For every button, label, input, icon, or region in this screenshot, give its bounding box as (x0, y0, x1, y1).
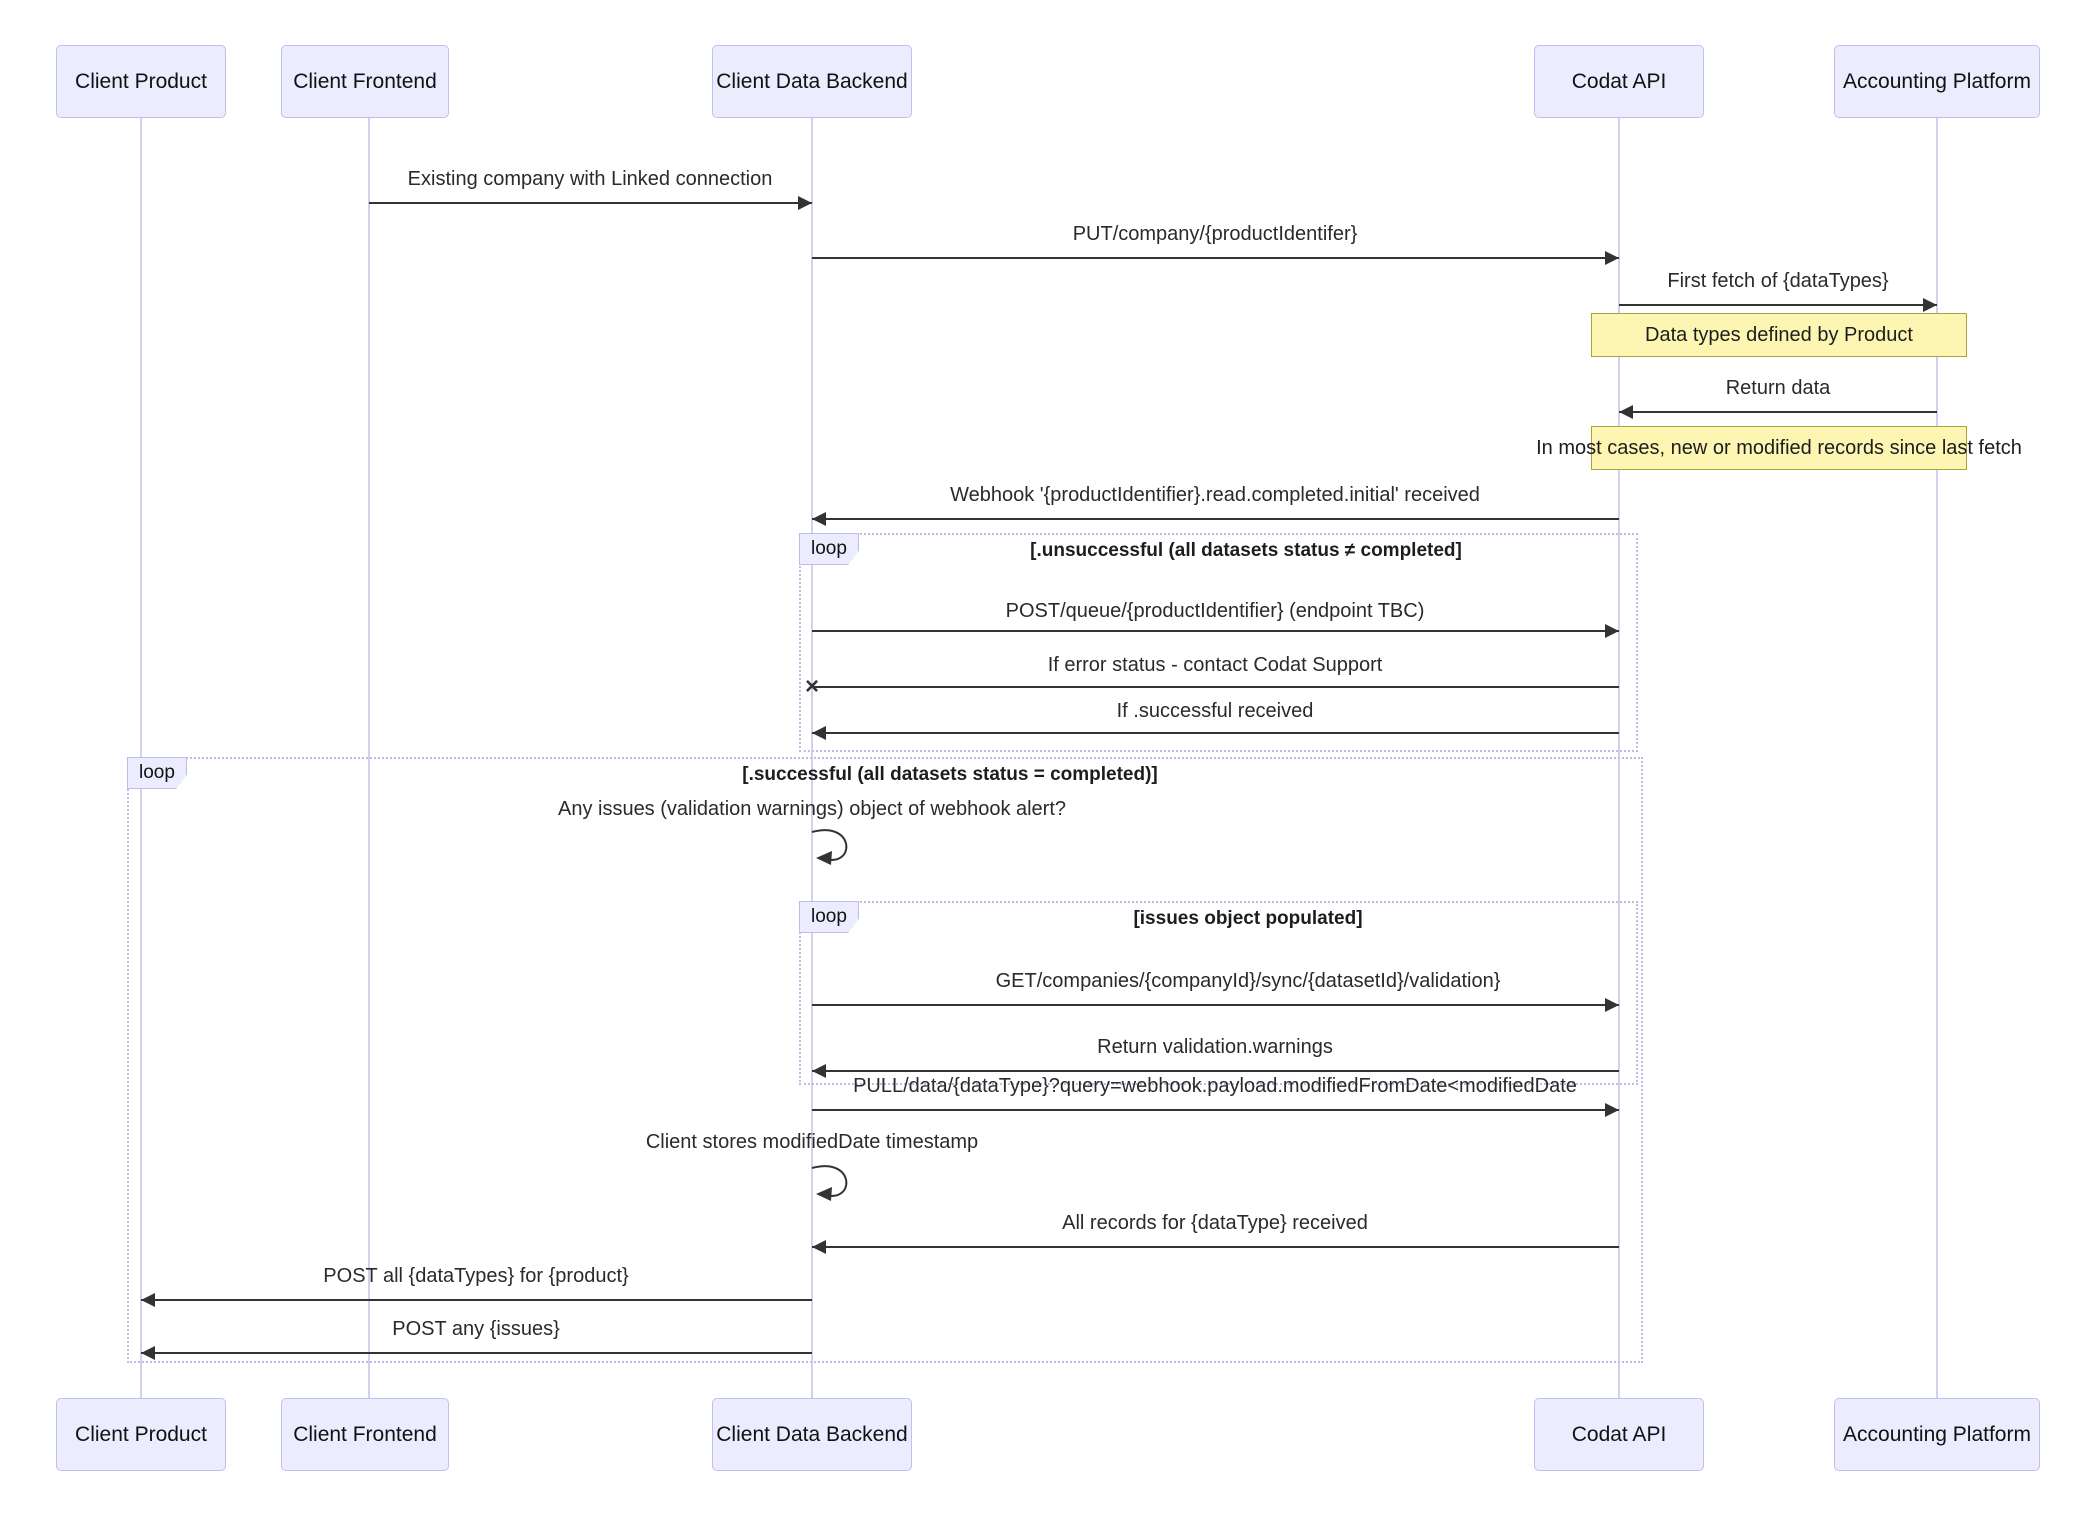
loop-frame-unsuccessful: loop (799, 533, 1638, 752)
actor-label: Accounting Platform (1843, 1422, 2031, 1446)
self-message-text: Client stores modifiedDate timestamp (645, 1131, 979, 1153)
loop-condition-successful: [.successful (all datasets status = comp… (742, 764, 1158, 785)
message-line (1619, 405, 1937, 419)
message-text: POST/queue/{productIdentifier} (endpoint… (1005, 600, 1425, 622)
message-line (812, 998, 1619, 1012)
self-loop-arrow-icon (811, 829, 848, 865)
loop-label-tag: loop (799, 901, 859, 933)
cross-arrowhead-icon: × (805, 673, 820, 700)
actor-top-accounting-platform: Accounting Platform (1834, 45, 2040, 118)
actor-top-client-data-backend: Client Data Backend (712, 45, 912, 118)
loop-frame-successful: loop (127, 757, 1643, 1363)
loop-label: loop (811, 906, 847, 927)
arrowhead-icon (1605, 624, 1619, 638)
arrowhead-icon (798, 196, 812, 210)
actor-bottom-client-product: Client Product (56, 1398, 226, 1471)
message-text: All records for {dataType} received (1062, 1212, 1368, 1234)
message-line (1619, 298, 1937, 312)
message-text: PUT/company/{productIdentifer} (1072, 223, 1358, 245)
self-loop-arrow-icon (811, 1165, 848, 1201)
arrowhead-icon (1619, 405, 1633, 419)
message-text: Return validation.warnings (1097, 1036, 1333, 1058)
message-line (812, 1064, 1619, 1078)
message-line (812, 251, 1619, 265)
loop-condition-unsuccessful: [.unsuccessful (all datasets status ≠ co… (1030, 540, 1462, 561)
loop-condition-issues: [issues object populated] (1133, 908, 1363, 929)
message-text: Existing company with Linked connection (407, 168, 773, 190)
note-text: In most cases, new or modified records s… (1536, 436, 2022, 459)
self-message-text: Any issues (validation warnings) object … (557, 798, 1067, 820)
message-text: POST all {dataTypes} for {product} (323, 1265, 629, 1287)
actor-label: Client Data Backend (716, 69, 908, 93)
actor-label: Accounting Platform (1843, 69, 2031, 93)
arrowhead-icon (812, 1064, 826, 1078)
lifeline-accounting-platform (1936, 118, 1938, 1398)
loop-frame-issues: loop (799, 901, 1638, 1085)
arrowhead-icon (141, 1293, 155, 1307)
loop-label: loop (139, 762, 175, 783)
note-text: Data types defined by Product (1645, 323, 1913, 346)
actor-bottom-accounting-platform: Accounting Platform (1834, 1398, 2040, 1471)
loop-label: loop (811, 538, 847, 559)
actor-label: Client Data Backend (716, 1422, 908, 1446)
message-line (812, 1240, 1619, 1254)
actor-top-codat-api: Codat API (1534, 45, 1704, 118)
actor-label: Client Product (75, 1422, 207, 1446)
message-text: PULL/data/{dataType}?query=webhook.paylo… (853, 1075, 1577, 1097)
actor-label: Client Product (75, 69, 207, 93)
arrowhead-icon (1605, 998, 1619, 1012)
arrowhead-icon (812, 1240, 826, 1254)
loop-label-tag: loop (127, 757, 187, 789)
actor-bottom-client-data-backend: Client Data Backend (712, 1398, 912, 1471)
arrowhead-icon (812, 726, 826, 740)
loop-label-tag: loop (799, 533, 859, 565)
message-line (812, 686, 1619, 688)
message-text: GET/companies/{companyId}/sync/{datasetI… (995, 970, 1501, 992)
message-text: If .successful received (1116, 700, 1314, 722)
message-line (141, 1293, 812, 1307)
actor-label: Client Frontend (293, 1422, 437, 1446)
message-text: POST any {issues} (392, 1318, 560, 1340)
actor-label: Codat API (1571, 69, 1667, 93)
arrowhead-icon (141, 1346, 155, 1360)
note: In most cases, new or modified records s… (1536, 426, 2022, 470)
arrowhead-icon (1605, 1103, 1619, 1117)
arrowhead-icon (1923, 298, 1937, 312)
arrowhead-icon (1605, 251, 1619, 265)
message-line (812, 1103, 1619, 1117)
message-text: Return data (1725, 377, 1831, 399)
message-line (812, 624, 1619, 638)
arrowhead-icon (812, 512, 826, 526)
actor-top-client-frontend: Client Frontend (281, 45, 449, 118)
message-line (812, 512, 1619, 526)
message-text: If error status - contact Codat Support (1047, 654, 1383, 676)
message-text: Webhook '{productIdentifier}.read.comple… (950, 484, 1480, 506)
note: Data types defined by Product (1591, 313, 1967, 357)
actor-top-client-product: Client Product (56, 45, 226, 118)
message-text: First fetch of {dataTypes} (1667, 270, 1889, 292)
actor-label: Codat API (1571, 1422, 1667, 1446)
message-line (141, 1346, 812, 1360)
message-line (369, 196, 812, 210)
actor-label: Client Frontend (293, 69, 437, 93)
message-line (812, 726, 1619, 740)
actor-bottom-client-frontend: Client Frontend (281, 1398, 449, 1471)
actor-bottom-codat-api: Codat API (1534, 1398, 1704, 1471)
